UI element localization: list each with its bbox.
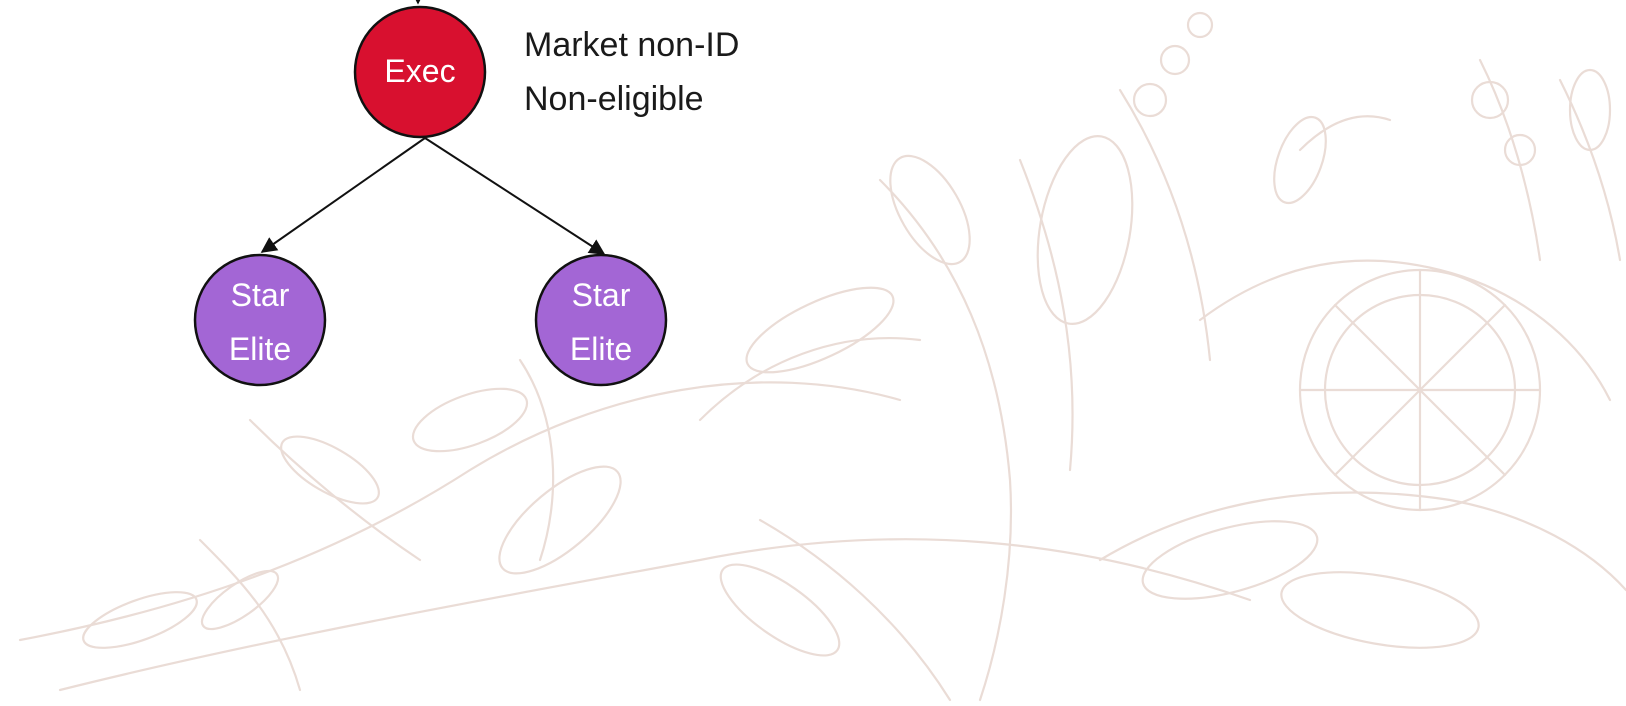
edge-exec-to-star-elite-right [424,137,606,255]
node-exec-label: Exec [384,53,455,89]
edge-exec-to-star-elite-left [260,137,426,253]
node-star-elite-left-circle [193,253,327,387]
node-star-elite-left-line2: Elite [229,331,291,367]
node-star-elite-right: Star Elite [534,253,668,387]
node-exec-circle [353,5,487,139]
node-star-elite-left: Star Elite [193,253,327,387]
botanical-illustration-icon [18,11,1626,702]
exec-annotation: Market non-ID Non-eligible [524,26,739,118]
annotation-line-2: Non-eligible [524,80,704,118]
node-exec: Exec [353,5,487,139]
node-star-elite-right-line2: Elite [570,331,632,367]
node-star-elite-right-line1: Star [572,277,631,313]
node-star-elite-left-line1: Star [231,277,290,313]
annotation-line-1: Market non-ID [524,26,739,64]
node-star-elite-right-circle [534,253,668,387]
